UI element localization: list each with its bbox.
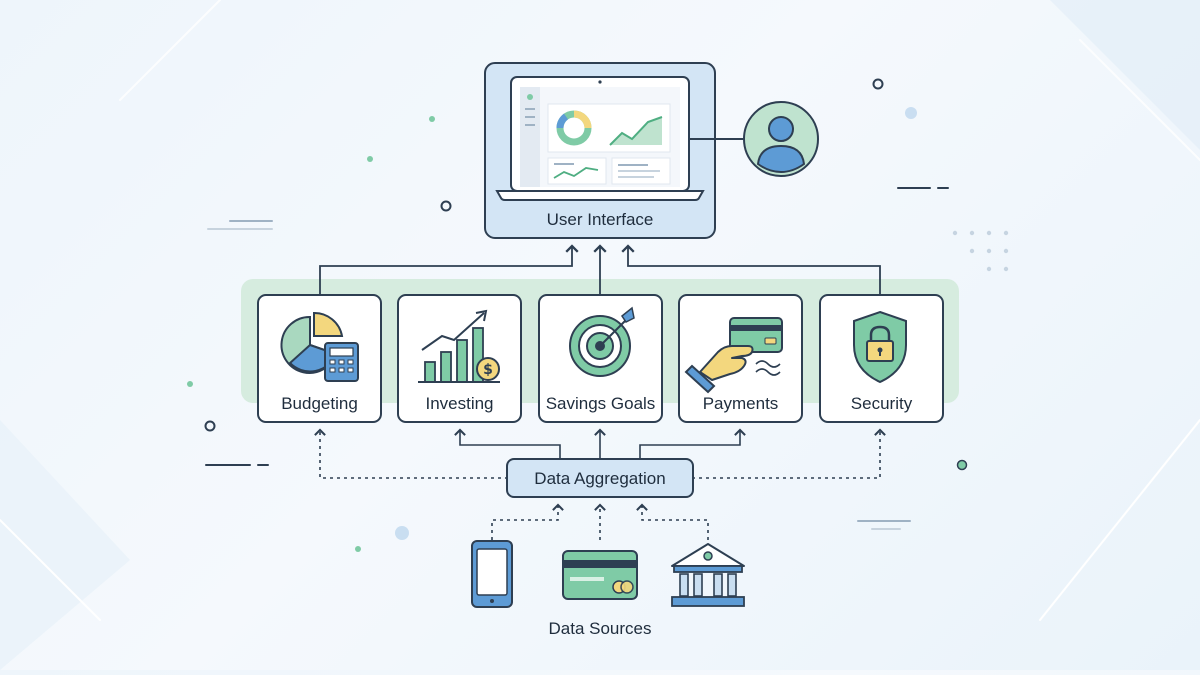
module-payments bbox=[678, 294, 803, 423]
module-security bbox=[819, 294, 944, 423]
data-aggregation-label: Data Aggregation bbox=[534, 469, 666, 488]
module-label-budgeting: Budgeting bbox=[281, 394, 358, 413]
module-label-security: Security bbox=[850, 394, 913, 413]
module-label-savings-goals: Savings Goals bbox=[545, 394, 656, 413]
hand-card-icon bbox=[684, 317, 783, 394]
user-interface-label: User Interface bbox=[546, 210, 654, 229]
user-avatar-icon bbox=[743, 101, 819, 177]
bank-icon bbox=[671, 543, 745, 607]
module-to-ui-connectors bbox=[319, 244, 881, 296]
source-to-aggregation-connectors bbox=[491, 503, 709, 540]
credit-card-icon bbox=[562, 550, 638, 600]
pie-calculator-icon bbox=[280, 311, 359, 382]
aggregation-to-module-connectors bbox=[314, 428, 886, 479]
laptop-dashboard-icon bbox=[495, 76, 705, 201]
module-savings-goals bbox=[538, 294, 663, 423]
module-label-investing: Investing bbox=[425, 394, 494, 413]
bar-chart-dollar-icon: $ bbox=[418, 309, 500, 383]
module-label-payments: Payments bbox=[702, 394, 779, 413]
data-sources-label: Data Sources bbox=[548, 619, 652, 638]
module-budgeting bbox=[257, 294, 382, 423]
shield-lock-icon bbox=[853, 310, 907, 384]
data-aggregation-node bbox=[506, 458, 694, 498]
target-arrow-icon bbox=[569, 306, 635, 377]
svg-text:$: $ bbox=[483, 362, 493, 378]
smartphone-icon bbox=[471, 540, 513, 608]
module-investing: $ bbox=[397, 294, 522, 423]
user-interface-node bbox=[484, 62, 716, 239]
